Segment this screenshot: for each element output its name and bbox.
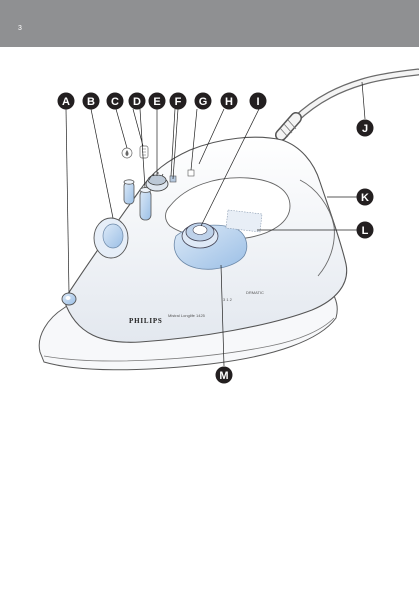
steam-icon <box>139 145 149 159</box>
leader-lines <box>65 81 366 367</box>
callout-k: K <box>356 188 374 206</box>
callout-f: F <box>169 92 187 110</box>
callout-e: E <box>148 92 166 110</box>
callout-a: A <box>57 92 75 110</box>
callout-j: J <box>356 119 374 137</box>
svg-text:F: F <box>175 96 182 108</box>
cord-sleeve <box>275 112 302 141</box>
model-label: Mistral Longlife 1425 <box>168 313 206 318</box>
svg-text:J: J <box>362 123 368 135</box>
calc-clean-dial <box>181 222 219 249</box>
callout-h: H <box>220 92 238 110</box>
svg-text:L: L <box>362 225 369 237</box>
filling-inlet <box>93 217 129 259</box>
svg-text:D: D <box>133 96 141 108</box>
brand-label: PHILIPS <box>129 317 163 325</box>
svg-text:H: H <box>225 96 233 108</box>
callout-g: G <box>194 92 212 110</box>
spray-nozzle <box>61 292 77 306</box>
svg-text:E: E <box>153 96 160 108</box>
header-band: 3 <box>0 0 419 47</box>
heel-rest <box>299 179 335 277</box>
callout-i: I <box>249 92 267 110</box>
mains-cord <box>275 68 419 141</box>
callout-l: L <box>356 221 374 239</box>
svg-text:K: K <box>361 192 369 204</box>
svg-text:G: G <box>199 96 208 108</box>
temperature-dial <box>225 209 263 233</box>
svg-text:M: M <box>219 370 228 382</box>
plate-marking: 3 1 2 <box>223 297 233 302</box>
svg-text:C: C <box>111 96 119 108</box>
callout-b: B <box>82 92 100 110</box>
page-number: 3 <box>18 25 22 32</box>
callout-m: M <box>215 366 233 384</box>
callout-d: D <box>128 92 146 110</box>
spray-button <box>123 179 135 205</box>
callout-c: C <box>106 92 124 110</box>
shot-of-steam-button <box>139 187 152 221</box>
dial-marking: DRMATIC <box>246 290 264 295</box>
svg-text:I: I <box>256 96 259 108</box>
drop-icon <box>121 147 133 159</box>
svg-text:A: A <box>62 96 70 108</box>
svg-text:B: B <box>87 96 95 108</box>
